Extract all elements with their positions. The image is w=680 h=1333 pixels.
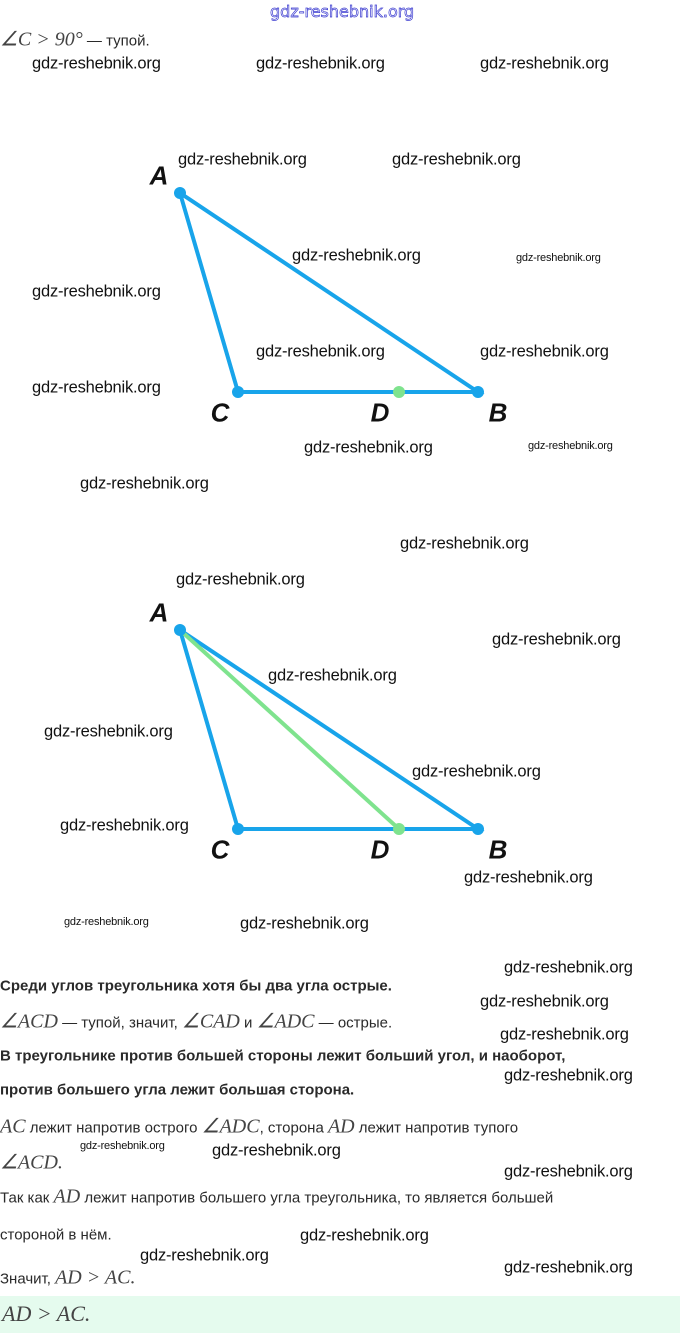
text-line-1: Среди углов треугольника хотя бы два угл… xyxy=(0,977,392,995)
watermark: gdz-reshebnik.org xyxy=(256,54,385,73)
watermark: gdz-reshebnik.org xyxy=(504,1258,633,1277)
point-b xyxy=(472,386,484,398)
point-a xyxy=(174,187,186,199)
label-d: D xyxy=(370,397,390,428)
point-a xyxy=(174,624,186,636)
watermark: gdz-reshebnik.org xyxy=(178,150,307,169)
watermark: gdz-reshebnik.org xyxy=(500,1025,629,1044)
point-d xyxy=(393,386,405,398)
watermark: gdz-reshebnik.org xyxy=(300,1226,429,1245)
watermark: gdz-reshebnik.org xyxy=(212,1141,341,1160)
watermark: gdz-reshebnik.org xyxy=(292,246,421,265)
text-line-5: AC лежит напротив острого ∠ADC, сторона … xyxy=(0,1115,519,1138)
answer-box: AD > AC. xyxy=(0,1296,680,1333)
watermark: gdz-reshebnik.org xyxy=(32,282,161,301)
watermark: gdz-reshebnik.org xyxy=(504,1066,633,1085)
watermark: gdz-reshebnik.org xyxy=(504,958,633,977)
label-a: A xyxy=(149,597,169,628)
label-a: A xyxy=(149,160,169,191)
triangle-diagram-1 xyxy=(174,187,485,398)
watermark: gdz-reshebnik.org xyxy=(504,1162,633,1181)
text-line-6: ∠ACD. xyxy=(0,1151,63,1174)
segment-ad xyxy=(178,628,401,831)
text-line-7: Так как AD лежит напротив большего угла … xyxy=(0,1185,554,1208)
intro-line: ∠C > 90° — тупой. xyxy=(0,28,150,51)
triangle-abc xyxy=(176,625,485,831)
watermark: gdz-reshebnik.org xyxy=(60,816,189,835)
point-c xyxy=(232,386,244,398)
answer-text: AD > AC. xyxy=(2,1301,91,1326)
text-line-8: стороной в нём. xyxy=(0,1226,112,1244)
watermark: gdz-reshebnik.org xyxy=(492,630,621,649)
text-line-2: ∠ACD — тупой, значит, ∠CAD и ∠ADC — остр… xyxy=(0,1010,393,1033)
point-b xyxy=(472,823,484,835)
watermark: gdz-reshebnik.org xyxy=(480,54,609,73)
watermark: gdz-reshebnik.org xyxy=(256,342,385,361)
label-b: B xyxy=(488,834,508,865)
point-d xyxy=(393,823,405,835)
watermark: gdz-reshebnik.org xyxy=(304,438,433,457)
watermark: gdz-reshebnik.org xyxy=(412,762,541,781)
watermark: gdz-reshebnik.org xyxy=(32,378,161,397)
watermark: gdz-reshebnik.org xyxy=(140,1246,269,1265)
watermark: gdz-reshebnik.org xyxy=(80,474,209,493)
watermark: gdz-reshebnik.org xyxy=(64,916,149,928)
watermark: gdz-reshebnik.org xyxy=(268,666,397,685)
watermark: gdz-reshebnik.org xyxy=(392,150,521,169)
watermark: gdz-reshebnik.org xyxy=(32,54,161,73)
label-d: D xyxy=(370,834,390,865)
text-line-9: Значит, AD > AC. xyxy=(0,1266,136,1289)
watermark: gdz-reshebnik.org xyxy=(480,342,609,361)
label-c: C xyxy=(210,397,230,428)
header-watermark[interactable]: gdz-reshebnik.org xyxy=(270,2,415,22)
watermark: gdz-reshebnik.org xyxy=(80,1140,165,1152)
watermark: gdz-reshebnik.org xyxy=(44,722,173,741)
triangle-abc xyxy=(176,188,485,394)
watermark: gdz-reshebnik.org xyxy=(176,570,305,589)
point-c xyxy=(232,823,244,835)
text-line-4: против большего угла лежит большая сторо… xyxy=(0,1081,355,1099)
triangle-diagram-2 xyxy=(174,624,485,835)
watermark: gdz-reshebnik.org xyxy=(240,914,369,933)
watermark: gdz-reshebnik.org xyxy=(480,992,609,1011)
text-line-3: В треугольнике против большей стороны ле… xyxy=(0,1047,566,1065)
label-b: B xyxy=(488,397,508,428)
label-c: C xyxy=(210,834,230,865)
watermark: gdz-reshebnik.org xyxy=(400,534,529,553)
watermark: gdz-reshebnik.org xyxy=(516,252,601,264)
watermark: gdz-reshebnik.org xyxy=(528,440,613,452)
watermark: gdz-reshebnik.org xyxy=(464,868,593,887)
